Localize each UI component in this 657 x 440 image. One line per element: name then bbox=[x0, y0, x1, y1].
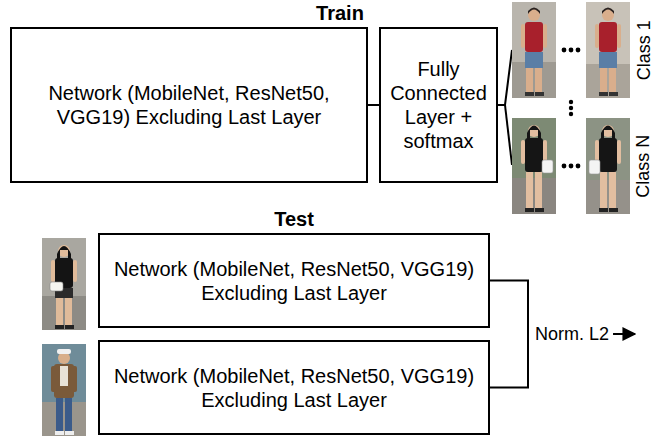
node-text: Network (MobileNet, ResNet50, VGG19) Exc… bbox=[20, 81, 358, 129]
branch-line bbox=[498, 50, 512, 105]
network-box: Network (MobileNet, ResNet50, VGG19) Exc… bbox=[98, 340, 490, 435]
node-text: Fully Connected Layer + softmax bbox=[389, 57, 488, 153]
connector bbox=[368, 104, 379, 106]
class-label: Class N bbox=[634, 134, 655, 197]
node-text: Network (MobileNet, ResNet50, VGG19) Exc… bbox=[108, 364, 480, 412]
person-photo bbox=[42, 238, 86, 330]
network-box: Network (MobileNet, ResNet50, VGG19) Exc… bbox=[98, 233, 490, 328]
branch-line bbox=[505, 105, 512, 165]
connector bbox=[490, 281, 528, 388]
classifier-box: Fully Connected Layer + softmax bbox=[379, 27, 498, 183]
person-photo bbox=[586, 118, 630, 214]
ellipsis-dots bbox=[562, 48, 581, 169]
node-text: Network (MobileNet, ResNet50, VGG19) Exc… bbox=[108, 257, 480, 305]
person-photo bbox=[586, 2, 630, 98]
output-arrow bbox=[613, 333, 635, 335]
person-photo bbox=[512, 2, 556, 98]
person-photo bbox=[512, 118, 556, 214]
network-box: Network (MobileNet, ResNet50, VGG19) Exc… bbox=[10, 27, 368, 183]
section-title: Train bbox=[316, 2, 364, 25]
section-title: Test bbox=[274, 208, 314, 231]
class-label: Class 1 bbox=[634, 20, 655, 80]
edge-label: Norm. L2 bbox=[533, 324, 611, 345]
person-photo bbox=[42, 344, 86, 436]
